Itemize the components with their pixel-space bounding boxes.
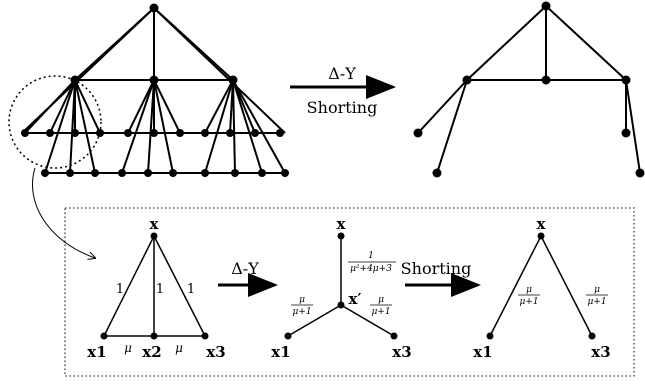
top-arrow-label-bottom: Shorting [307, 98, 378, 117]
tri-edge-right: 1 [187, 282, 195, 297]
inset-final [489, 235, 593, 337]
inset-frame [64, 207, 635, 377]
tri-mid-label: x2 [142, 343, 161, 361]
star-center-label: x′ [349, 290, 362, 308]
star-left-label: x1 [271, 343, 290, 361]
inset-star-nodes [284, 232, 398, 340]
tri-right-label: x3 [206, 343, 225, 361]
final-left-den: μ+1 [519, 297, 538, 307]
zoom-circle [8, 75, 102, 169]
inset-arrow-1-label: Δ-Y [231, 259, 259, 278]
tri-apex-label: x [150, 215, 160, 233]
inset-final-nodes [486, 232, 596, 340]
final-top-label: x [537, 215, 547, 233]
inset-triangle-nodes [100, 232, 209, 340]
tri-edge-mid: 1 [156, 282, 164, 297]
final-right-num: μ [594, 285, 600, 295]
zoom-pointer-arrow [32, 167, 96, 258]
star-left-den: μ+1 [292, 307, 311, 317]
left-graph [21, 7, 286, 174]
tri-left-label: x1 [87, 343, 106, 361]
inset-arrow-2-label: Shorting [401, 259, 472, 278]
right-graph [417, 5, 641, 174]
star-right-num: μ [378, 295, 384, 305]
tri-base-left: μ [124, 341, 132, 355]
tri-base-right: μ [175, 341, 183, 355]
star-top-num: 1 [368, 251, 374, 261]
star-left-num: μ [299, 295, 305, 305]
final-left-label: x1 [473, 343, 492, 361]
right-graph-nodes [413, 1, 645, 178]
top-arrow-label-top: Δ-Y [328, 64, 356, 83]
tri-edge-left: 1 [116, 282, 124, 297]
star-right-label: x3 [392, 343, 411, 361]
final-right-label: x3 [591, 343, 610, 361]
star-top-den: μ²+4μ+3 [350, 264, 392, 274]
inset-star [287, 236, 395, 337]
final-left-num: μ [526, 285, 532, 295]
final-right-den: μ+1 [587, 297, 606, 307]
star-top-label: x [337, 215, 347, 233]
star-right-den: μ+1 [371, 307, 390, 317]
